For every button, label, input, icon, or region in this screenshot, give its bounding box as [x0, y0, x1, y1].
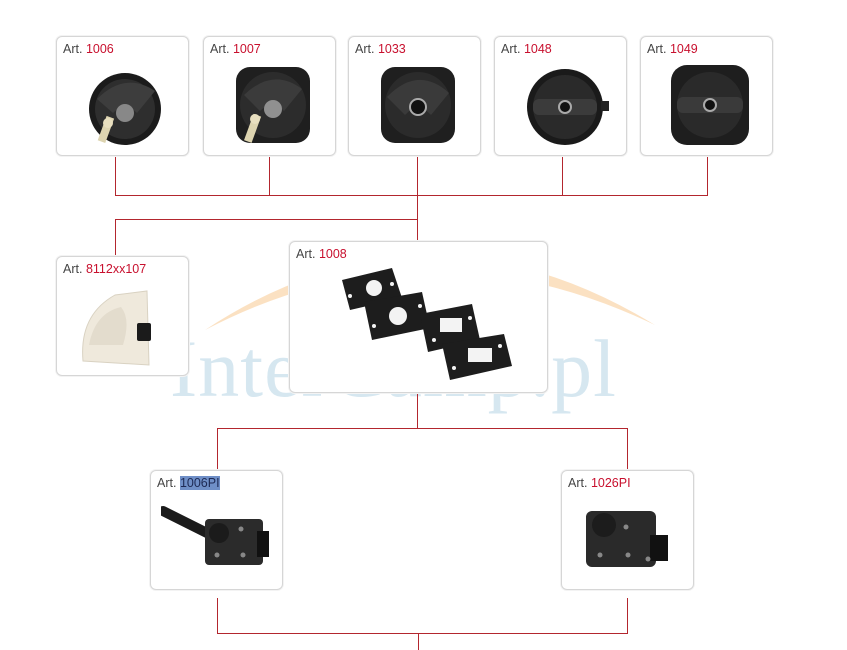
- product-label: Art. 1048: [501, 42, 552, 56]
- mounting-plates-icon: [342, 268, 512, 380]
- connector-line: [217, 428, 628, 429]
- product-card-1048[interactable]: Art. 1048: [494, 36, 627, 156]
- connector-line: [707, 156, 708, 196]
- connector-line: [417, 393, 418, 428]
- connector-line: [217, 598, 218, 634]
- connector-line: [115, 195, 708, 196]
- product-card-1006PI[interactable]: Art. 1006PI: [150, 470, 283, 590]
- connector-line: [115, 219, 116, 255]
- product-card-1033[interactable]: Art. 1033: [348, 36, 481, 156]
- connector-line: [115, 156, 116, 196]
- connector-line: [217, 633, 628, 634]
- product-label: Art. 1007: [210, 42, 261, 56]
- lock-handle-key-square-icon: [236, 67, 310, 143]
- push-lock-latch-icon: [586, 511, 668, 567]
- product-label: Art. 1006: [63, 42, 114, 56]
- product-label: Art. 1049: [647, 42, 698, 56]
- product-card-1007[interactable]: Art. 1007: [203, 36, 336, 156]
- product-label: Art. 1008: [296, 247, 347, 261]
- product-label: Art. 8112xx107: [63, 262, 147, 276]
- connector-line: [627, 598, 628, 634]
- product-card-1006[interactable]: Art. 1006: [56, 36, 189, 156]
- lock-square-button-icon: [671, 65, 749, 145]
- connector-line: [269, 156, 270, 196]
- selected-number: 1006PI: [179, 476, 220, 490]
- product-card-1008[interactable]: Art. 1008: [289, 241, 548, 393]
- connector-line: [417, 156, 418, 240]
- product-card-8112xx107[interactable]: Art. 8112xx107: [56, 256, 189, 376]
- product-label: Art. 1006PI: [157, 476, 220, 490]
- lock-round-button-icon: [527, 69, 609, 145]
- connector-line: [418, 633, 419, 650]
- push-lock-cable-icon: [161, 506, 269, 565]
- connector-line: [627, 428, 628, 470]
- connector-line: [217, 428, 218, 470]
- lock-handle-button-icon: [381, 67, 455, 143]
- connector-line: [562, 156, 563, 196]
- connector-line: [115, 219, 418, 220]
- white-latch-icon: [82, 290, 151, 366]
- product-card-1026PI[interactable]: Art. 1026PI: [561, 470, 694, 590]
- product-card-1049[interactable]: Art. 1049: [640, 36, 773, 156]
- product-label: Art. 1033: [355, 42, 406, 56]
- lock-handle-key-icon: [89, 73, 161, 145]
- product-label: Art. 1026PI: [568, 476, 631, 490]
